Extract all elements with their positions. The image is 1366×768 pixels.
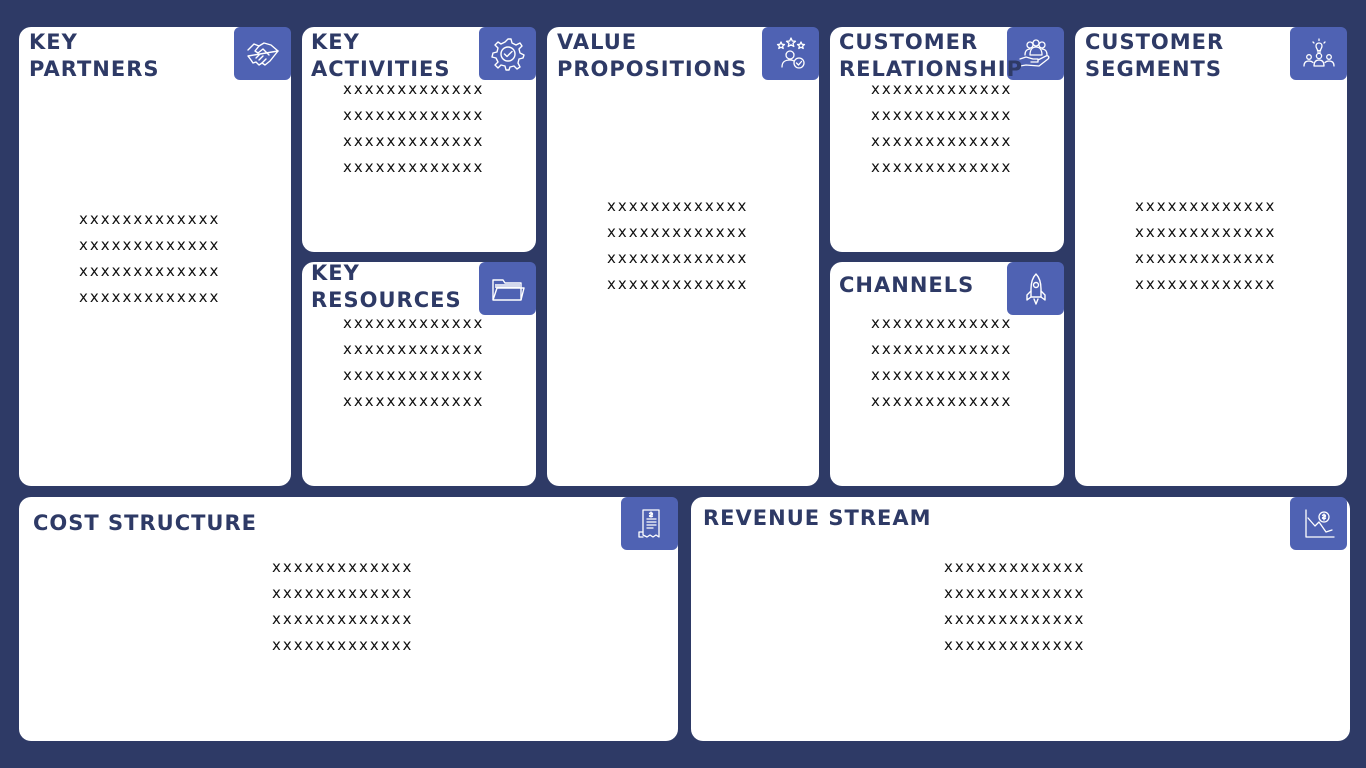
list-item: xxxxxxxxxxxxx bbox=[607, 249, 749, 267]
channels-list: xxxxxxxxxxxxx xxxxxxxxxxxxx xxxxxxxxxxxx… bbox=[871, 310, 1012, 414]
team-idea-icon bbox=[1290, 27, 1347, 80]
list-item: xxxxxxxxxxxxx bbox=[272, 636, 414, 654]
people-hand-icon bbox=[1007, 27, 1064, 80]
list-item: xxxxxxxxxxxxx bbox=[944, 610, 1086, 628]
channels-card: CHANNELS xxxxxxxxxxxxx xxxxxxxxxxxxx xxx… bbox=[830, 262, 1064, 486]
list-item: xxxxxxxxxxxxx bbox=[944, 636, 1086, 654]
customer-relationship-card: CUSTOMER RELATIONSHIP xxxxxxxxxxxxx xxxx… bbox=[830, 27, 1064, 252]
list-item: xxxxxxxxxxxxx bbox=[343, 80, 485, 98]
list-item: xxxxxxxxxxxxx bbox=[944, 584, 1086, 602]
list-item: xxxxxxxxxxxxx bbox=[343, 392, 485, 410]
title-line: RELATIONSHIP bbox=[839, 57, 1023, 81]
list-item: xxxxxxxxxxxxx bbox=[607, 275, 749, 293]
list-item: xxxxxxxxxxxxx bbox=[343, 106, 485, 124]
list-item: xxxxxxxxxxxxx bbox=[343, 340, 485, 358]
receipt-icon bbox=[621, 497, 678, 550]
key-resources-list: xxxxxxxxxxxxx xxxxxxxxxxxxx xxxxxxxxxxxx… bbox=[343, 310, 484, 414]
list-item: xxxxxxxxxxxxx bbox=[871, 132, 1013, 150]
list-item: xxxxxxxxxxxxx bbox=[871, 314, 1013, 332]
title-line: CUSTOMER bbox=[839, 30, 979, 54]
gear-icon bbox=[479, 27, 536, 80]
title-line: CUSTOMER bbox=[1085, 30, 1225, 54]
key-activities-list: xxxxxxxxxxxxx xxxxxxxxxxxxx xxxxxxxxxxxx… bbox=[343, 76, 484, 180]
value-propositions-title: VALUE PROPOSITIONS bbox=[557, 29, 747, 83]
list-item: xxxxxxxxxxxxx bbox=[871, 106, 1013, 124]
list-item: xxxxxxxxxxxxx bbox=[871, 392, 1013, 410]
list-item: xxxxxxxxxxxxx bbox=[1135, 249, 1277, 267]
list-item: xxxxxxxxxxxxx bbox=[79, 236, 221, 254]
list-item: xxxxxxxxxxxxx bbox=[607, 223, 749, 241]
title-line: SEGMENTS bbox=[1085, 57, 1222, 81]
list-item: xxxxxxxxxxxxx bbox=[79, 210, 221, 228]
title-line: KEY bbox=[311, 30, 360, 54]
revenue-stream-title: REVENUE STREAM bbox=[703, 506, 932, 530]
title-line: KEY bbox=[29, 30, 78, 54]
revenue-stream-list: xxxxxxxxxxxxx xxxxxxxxxxxxx xxxxxxxxxxxx… bbox=[944, 554, 1085, 658]
key-resources-card: KEY RESOURCES xxxxxxxxxxxxx xxxxxxxxxxxx… bbox=[302, 260, 536, 486]
list-item: xxxxxxxxxxxxx bbox=[944, 558, 1086, 576]
list-item: xxxxxxxxxxxxx bbox=[1135, 223, 1277, 241]
customer-segments-card: CUSTOMER SEGMENTS xxxxxxxxxxxxx xxxxxxxx… bbox=[1075, 27, 1347, 486]
title-line: RESOURCES bbox=[311, 288, 462, 312]
handshake-icon bbox=[234, 27, 291, 80]
key-activities-card: KEY ACTIVITIES xxxxxxxxxxxxx xxxxxxxxxxx… bbox=[302, 27, 536, 252]
channels-title: CHANNELS bbox=[839, 273, 975, 297]
title-line: PARTNERS bbox=[29, 57, 160, 81]
list-item: xxxxxxxxxxxxx bbox=[343, 158, 485, 176]
list-item: xxxxxxxxxxxxx bbox=[1135, 197, 1277, 215]
title-line: PROPOSITIONS bbox=[557, 57, 748, 81]
folder-icon bbox=[479, 262, 536, 315]
list-item: xxxxxxxxxxxxx bbox=[1135, 275, 1277, 293]
key-resources-title: KEY RESOURCES bbox=[311, 260, 462, 314]
list-item: xxxxxxxxxxxxx bbox=[343, 366, 485, 384]
list-item: xxxxxxxxxxxxx bbox=[272, 610, 414, 628]
list-item: xxxxxxxxxxxxx bbox=[343, 314, 485, 332]
list-item: xxxxxxxxxxxxx bbox=[871, 158, 1013, 176]
customer-relationship-title: CUSTOMER RELATIONSHIP bbox=[839, 29, 1023, 83]
list-item: xxxxxxxxxxxxx bbox=[871, 80, 1013, 98]
stars-person-icon bbox=[762, 27, 819, 80]
customer-segments-title: CUSTOMER SEGMENTS bbox=[1085, 29, 1224, 83]
customer-relationship-list: xxxxxxxxxxxxx xxxxxxxxxxxxx xxxxxxxxxxxx… bbox=[871, 76, 1012, 180]
key-partners-list: xxxxxxxxxxxxx xxxxxxxxxxxxx xxxxxxxxxxxx… bbox=[79, 206, 220, 310]
value-propositions-card: VALUE PROPOSITIONS xxxxxxxxxxxxx xxxxxxx… bbox=[547, 27, 819, 486]
title-line: VALUE bbox=[557, 30, 638, 54]
list-item: xxxxxxxxxxxxx bbox=[272, 558, 414, 576]
list-item: xxxxxxxxxxxxx bbox=[607, 197, 749, 215]
list-item: xxxxxxxxxxxxx bbox=[343, 132, 485, 150]
list-item: xxxxxxxxxxxxx bbox=[871, 340, 1013, 358]
list-item: xxxxxxxxxxxxx bbox=[79, 262, 221, 280]
key-partners-card: KEY PARTNERS xxxxxxxxxxxxx xxxxxxxxxxxxx… bbox=[19, 27, 291, 486]
revenue-stream-card: REVENUE STREAM xxxxxxxxxxxxx xxxxxxxxxxx… bbox=[691, 497, 1350, 741]
revenue-chart-icon bbox=[1290, 497, 1347, 550]
title-line: ACTIVITIES bbox=[311, 57, 451, 81]
key-activities-title: KEY ACTIVITIES bbox=[311, 29, 450, 83]
title-line: KEY bbox=[311, 261, 360, 285]
cost-structure-card: COST STRUCTURE xxxxxxxxxxxxx xxxxxxxxxxx… bbox=[19, 497, 678, 741]
cost-structure-list: xxxxxxxxxxxxx xxxxxxxxxxxxx xxxxxxxxxxxx… bbox=[272, 554, 413, 658]
cost-structure-title: COST STRUCTURE bbox=[33, 511, 257, 535]
list-item: xxxxxxxxxxxxx bbox=[272, 584, 414, 602]
list-item: xxxxxxxxxxxxx bbox=[871, 366, 1013, 384]
rocket-icon bbox=[1007, 262, 1064, 315]
key-partners-title: KEY PARTNERS bbox=[29, 29, 159, 83]
customer-segments-list: xxxxxxxxxxxxx xxxxxxxxxxxxx xxxxxxxxxxxx… bbox=[1135, 193, 1276, 297]
value-propositions-list: xxxxxxxxxxxxx xxxxxxxxxxxxx xxxxxxxxxxxx… bbox=[607, 193, 748, 297]
list-item: xxxxxxxxxxxxx bbox=[79, 288, 221, 306]
